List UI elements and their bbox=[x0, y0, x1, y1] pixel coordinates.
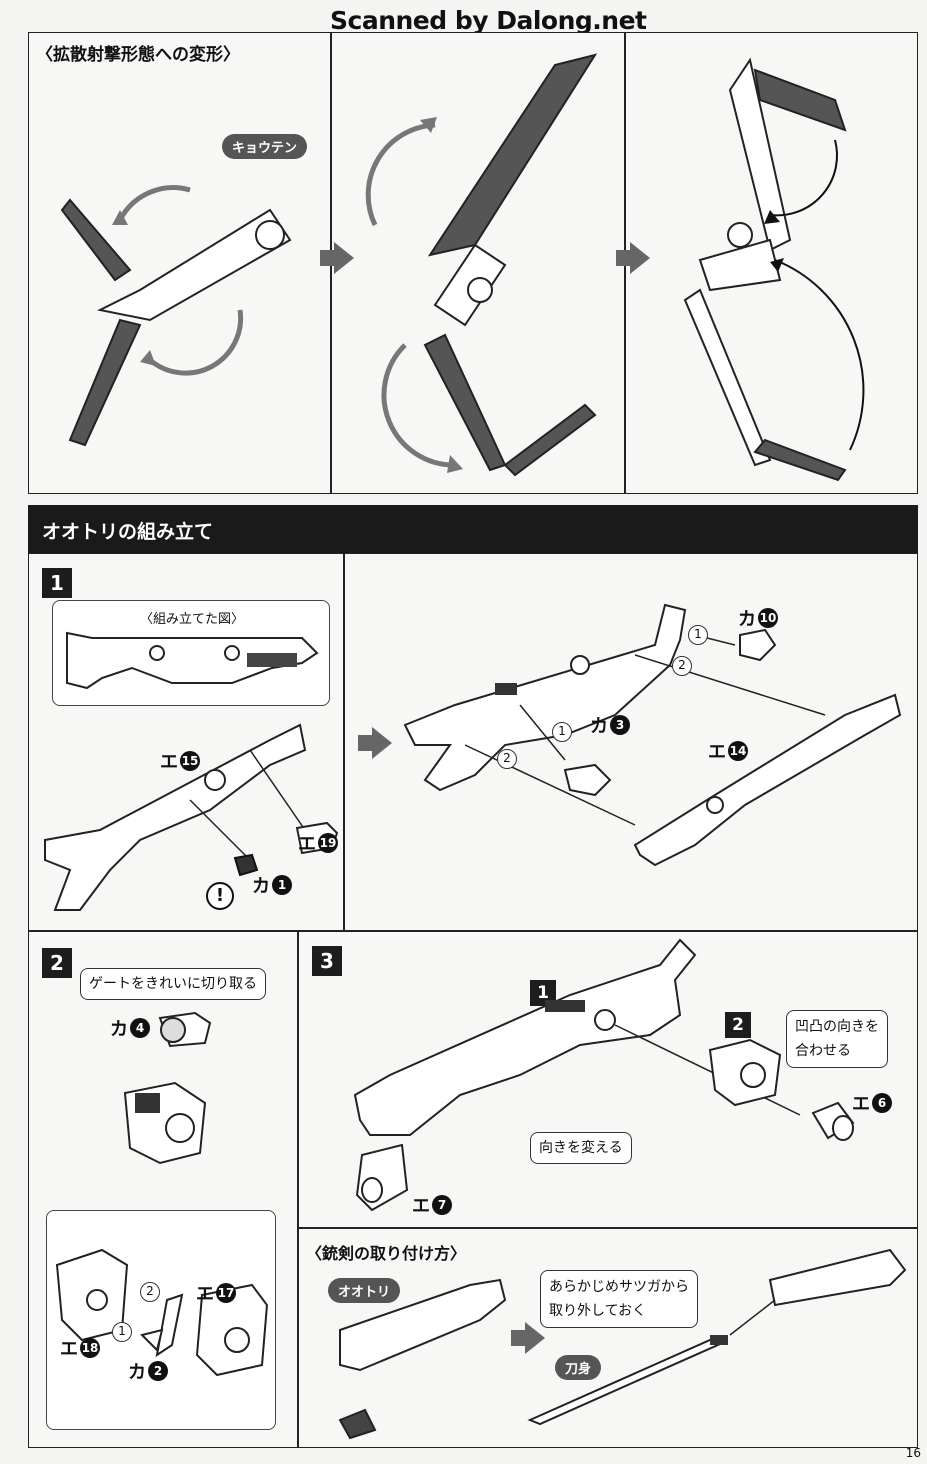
order-mark: 2 bbox=[672, 656, 692, 676]
part-ka1-illustration bbox=[233, 853, 259, 877]
gate-cut-callout: ゲートをきれいに切り取る bbox=[80, 968, 266, 1000]
next-stage-arrow bbox=[320, 242, 354, 274]
panel-divider bbox=[343, 553, 345, 931]
order-mark: 2 bbox=[140, 1282, 160, 1302]
step-number-1: 1 bbox=[42, 568, 72, 598]
bayonet-ootori-illustration bbox=[338, 1278, 507, 1440]
align-callout: 凹凸の向きを 合わせる bbox=[786, 1010, 888, 1068]
transform-stage1-illustration bbox=[60, 185, 292, 447]
step-ref-1: 1 bbox=[530, 980, 556, 1006]
bayonet-flow-arrow bbox=[511, 1322, 545, 1354]
order-mark: 1 bbox=[688, 625, 708, 645]
page-number: 16 bbox=[905, 1446, 921, 1460]
assembled-view-title: 〈組み立てた図〉 bbox=[140, 612, 245, 627]
order-mark: 1 bbox=[552, 722, 572, 742]
ootori-assembly-header: オオトリの組み立て bbox=[28, 505, 918, 553]
step3-grip-illustration bbox=[708, 1038, 782, 1107]
step-number-2: 2 bbox=[42, 948, 72, 978]
ootori-label: オオトリ bbox=[328, 1278, 401, 1303]
blade-label: 刀身 bbox=[555, 1355, 602, 1380]
ootori-assembly-title: オオトリの組み立て bbox=[42, 521, 214, 543]
remove-callout: あらかじめサツガから 取り外しておく bbox=[540, 1270, 698, 1328]
warning-icon: ! bbox=[206, 882, 234, 910]
order-mark: 2 bbox=[497, 749, 517, 769]
assembled-view-illustration bbox=[66, 631, 319, 690]
step1-main-assembly-illustration bbox=[403, 603, 902, 867]
step1-frame-illustration bbox=[44, 723, 307, 911]
step-ref-2: 2 bbox=[725, 1012, 751, 1038]
step2-detail-illustration bbox=[55, 1248, 269, 1377]
step-number-3: 3 bbox=[312, 946, 342, 976]
part-ka4-illustration bbox=[158, 1011, 212, 1048]
transform-stage3-illustration bbox=[683, 57, 865, 482]
bayonet-blade-illustration bbox=[527, 1248, 907, 1426]
kyouten-label: キョウテン bbox=[222, 134, 308, 159]
order-mark: 1 bbox=[112, 1322, 132, 1342]
transform-stage2-illustration bbox=[365, 53, 598, 477]
watermark: Scanned by Dalong.net bbox=[330, 6, 647, 35]
transform-title: 〈拡散射撃形態への変形〉 bbox=[36, 45, 240, 65]
part-e6-illustration bbox=[811, 1101, 855, 1141]
bayonet-title: 〈銃剣の取り付け方〉 bbox=[306, 1244, 467, 1263]
step3-rifle-illustration bbox=[353, 938, 801, 1136]
direction-callout: 向きを変える bbox=[530, 1132, 632, 1164]
step2-body-illustration bbox=[123, 1081, 207, 1165]
part-e7-illustration bbox=[355, 1143, 409, 1212]
next-stage-arrow bbox=[616, 242, 650, 274]
step1-flow-arrow bbox=[358, 727, 392, 759]
